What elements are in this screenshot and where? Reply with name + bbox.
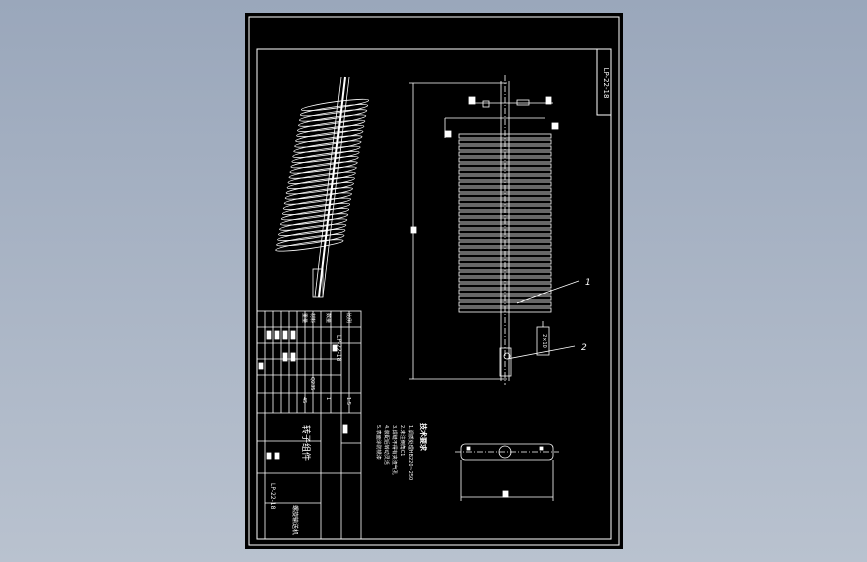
front-fin	[458, 271, 552, 277]
title-code: LP-22-18	[335, 335, 342, 362]
svg-text:2×10: 2×10	[541, 334, 547, 348]
technical-requirements: 技术要求 1.调质处理HB220~250 2.未注倒角C1 3.焊缝不得有夹渣气…	[375, 423, 428, 480]
iso-fin	[293, 140, 362, 153]
front-fins	[458, 133, 552, 313]
iso-fin	[300, 98, 370, 112]
front-fin	[458, 151, 552, 157]
tech-req-item-4: 4.装配后转动灵活	[383, 425, 390, 465]
iso-fin	[278, 223, 347, 236]
code-box-top	[596, 48, 612, 116]
front-fin	[458, 223, 552, 229]
iso-fin	[287, 171, 356, 184]
project-label: 螺旋输送机	[291, 505, 299, 535]
front-fin	[458, 253, 552, 259]
iso-fin	[275, 239, 344, 252]
isometric-rotor-view	[275, 76, 370, 298]
tech-req-item-3: 3.焊缝不得有夹渣气孔	[391, 425, 398, 475]
front-fin	[458, 283, 552, 289]
front-fin	[458, 217, 552, 223]
front-fin	[458, 247, 552, 253]
iso-fin	[288, 166, 357, 179]
iso-fin	[280, 208, 350, 221]
balloon-2: 2	[581, 343, 587, 353]
iso-fin	[291, 150, 360, 164]
title-material-value: Q235	[309, 377, 315, 390]
iso-fin	[294, 135, 363, 148]
iso-fin	[298, 114, 367, 127]
iso-fin	[299, 104, 369, 117]
balloon-1-leader	[516, 280, 580, 304]
front-fin	[458, 211, 552, 217]
outer-border	[248, 16, 620, 546]
title-qty-label: 数量	[325, 313, 332, 323]
title-weight-label: 重量	[301, 313, 308, 323]
front-fin	[458, 157, 552, 163]
iso-fin	[286, 176, 355, 190]
iso-fin	[284, 187, 353, 200]
end-view	[455, 443, 559, 501]
tech-req-item-1: 1.调质处理HB220~250	[407, 425, 414, 480]
front-fin	[458, 193, 552, 199]
front-fin	[458, 139, 552, 145]
drawing-code-top: LP-22-18	[602, 68, 610, 99]
iso-fin	[277, 228, 346, 242]
front-view: 2×10	[409, 75, 580, 385]
inner-border	[256, 48, 612, 540]
title-scale-value: 1:5	[345, 397, 351, 405]
front-fin	[458, 181, 552, 187]
front-fin	[458, 289, 552, 295]
tech-req-item-5: 5.表面涂防锈漆	[375, 425, 382, 460]
front-fin	[458, 163, 552, 169]
iso-fin	[289, 161, 358, 174]
front-fin	[458, 295, 552, 301]
iso-shaft-end	[312, 268, 324, 298]
iso-fin	[290, 156, 359, 169]
drawing-code-bottom: LP-22-18	[269, 483, 276, 510]
iso-fins	[275, 98, 370, 252]
iso-fin	[280, 213, 349, 226]
front-fin	[458, 229, 552, 235]
iso-fin	[283, 192, 352, 205]
front-fin	[458, 145, 552, 151]
title-weight-value: 45	[301, 397, 307, 403]
iso-fin	[292, 145, 361, 158]
drawing-sheet: LP-22-18 2×10	[245, 13, 623, 549]
dimension-text-box	[410, 226, 417, 234]
balloon-2-leader	[506, 345, 576, 360]
front-fin	[458, 277, 552, 283]
iso-fin	[295, 130, 364, 143]
part-name: 转子组件	[300, 425, 312, 461]
iso-fin	[285, 182, 354, 195]
balloon-1: 1	[585, 278, 591, 288]
iso-fin	[296, 124, 365, 138]
front-fin	[458, 307, 552, 313]
front-fin	[458, 187, 552, 193]
front-fin	[458, 199, 552, 205]
front-fin	[458, 169, 552, 175]
title-qty-value: 1	[325, 397, 331, 400]
iso-fin	[299, 109, 368, 122]
iso-shaft	[318, 76, 346, 298]
title-scale-label: 比例	[345, 313, 352, 323]
front-fin	[458, 205, 552, 211]
front-fin	[458, 301, 552, 307]
tech-req-item-2: 2.未注倒角C1	[399, 425, 406, 456]
title-material-label: 材料	[309, 313, 316, 323]
front-fin	[458, 241, 552, 247]
front-fin	[458, 133, 552, 139]
iso-fin	[276, 234, 345, 247]
title-block	[256, 310, 362, 540]
front-fin	[458, 265, 552, 271]
front-fin	[458, 235, 552, 241]
iso-fin	[297, 119, 366, 132]
tech-req-title: 技术要求	[419, 423, 428, 452]
iso-fin	[279, 218, 348, 231]
shaft-end-bottom	[499, 347, 512, 377]
cad-drawing: LP-22-18 2×10	[248, 16, 620, 546]
front-fin	[458, 259, 552, 265]
iso-fin	[281, 202, 351, 216]
front-fin	[458, 175, 552, 181]
iso-fin	[282, 197, 352, 210]
